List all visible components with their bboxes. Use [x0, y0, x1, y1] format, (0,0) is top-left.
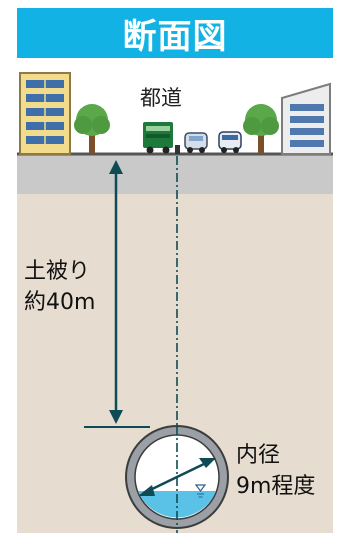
car-icon — [184, 132, 208, 153]
building-right-icon — [281, 82, 331, 155]
truck-icon — [143, 122, 173, 154]
diameter-label-line1: 内径 — [236, 443, 281, 468]
diameter-arrow — [138, 458, 216, 496]
depth-dimension-arrow — [84, 160, 150, 428]
cover-label-line2: 約40m — [24, 290, 96, 315]
diameter-label-line2: 9m程度 — [236, 474, 316, 499]
water-level — [138, 491, 216, 518]
diameter-label: 内径 9m程度 — [236, 440, 315, 502]
diagram-title: 断面図 — [122, 16, 228, 57]
cover-depth-label: 土被り 約40m — [24, 256, 95, 318]
tunnel-cross-section — [125, 425, 229, 529]
road-surface — [17, 154, 333, 194]
road-label: 都道 — [140, 86, 182, 110]
tree-left-icon — [74, 104, 110, 154]
van-icon — [218, 131, 242, 153]
water-level-icon — [194, 484, 207, 492]
cover-label-line1: 土被り — [24, 259, 91, 284]
building-left-icon — [19, 72, 71, 155]
tree-right-icon — [243, 104, 279, 154]
pole-icon — [175, 145, 180, 154]
title-banner: 断面図 — [17, 8, 333, 58]
